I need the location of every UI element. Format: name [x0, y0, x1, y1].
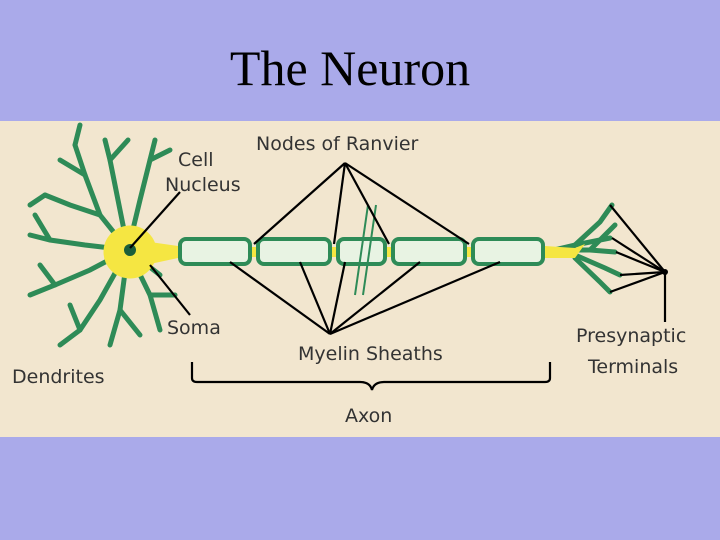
label-soma: Soma: [167, 317, 221, 339]
slide-title: The Neuron: [229, 40, 471, 96]
terminal-base: [545, 244, 585, 258]
label-nucleus: Nucleus: [165, 174, 241, 196]
myelin-sheaths: [178, 237, 545, 266]
axon-break-mark: [354, 204, 377, 296]
label-myelin-sheaths: Myelin Sheaths: [298, 343, 443, 365]
label-axon: Axon: [345, 405, 392, 427]
label-terminals: Terminals: [587, 356, 678, 378]
label-cell: Cell: [178, 149, 214, 171]
label-dendrites: Dendrites: [12, 366, 105, 388]
terminal-pointer-dot: [662, 269, 668, 275]
nucleus-shape: [124, 244, 136, 256]
axon-brace: [190, 362, 552, 391]
label-presynaptic: Presynaptic: [576, 325, 686, 347]
label-nodes-of-ranvier: Nodes of Ranvier: [256, 133, 419, 155]
pointer-lines: [129, 162, 667, 336]
axon-hillock: [150, 242, 178, 264]
dendrites: [27, 122, 178, 348]
